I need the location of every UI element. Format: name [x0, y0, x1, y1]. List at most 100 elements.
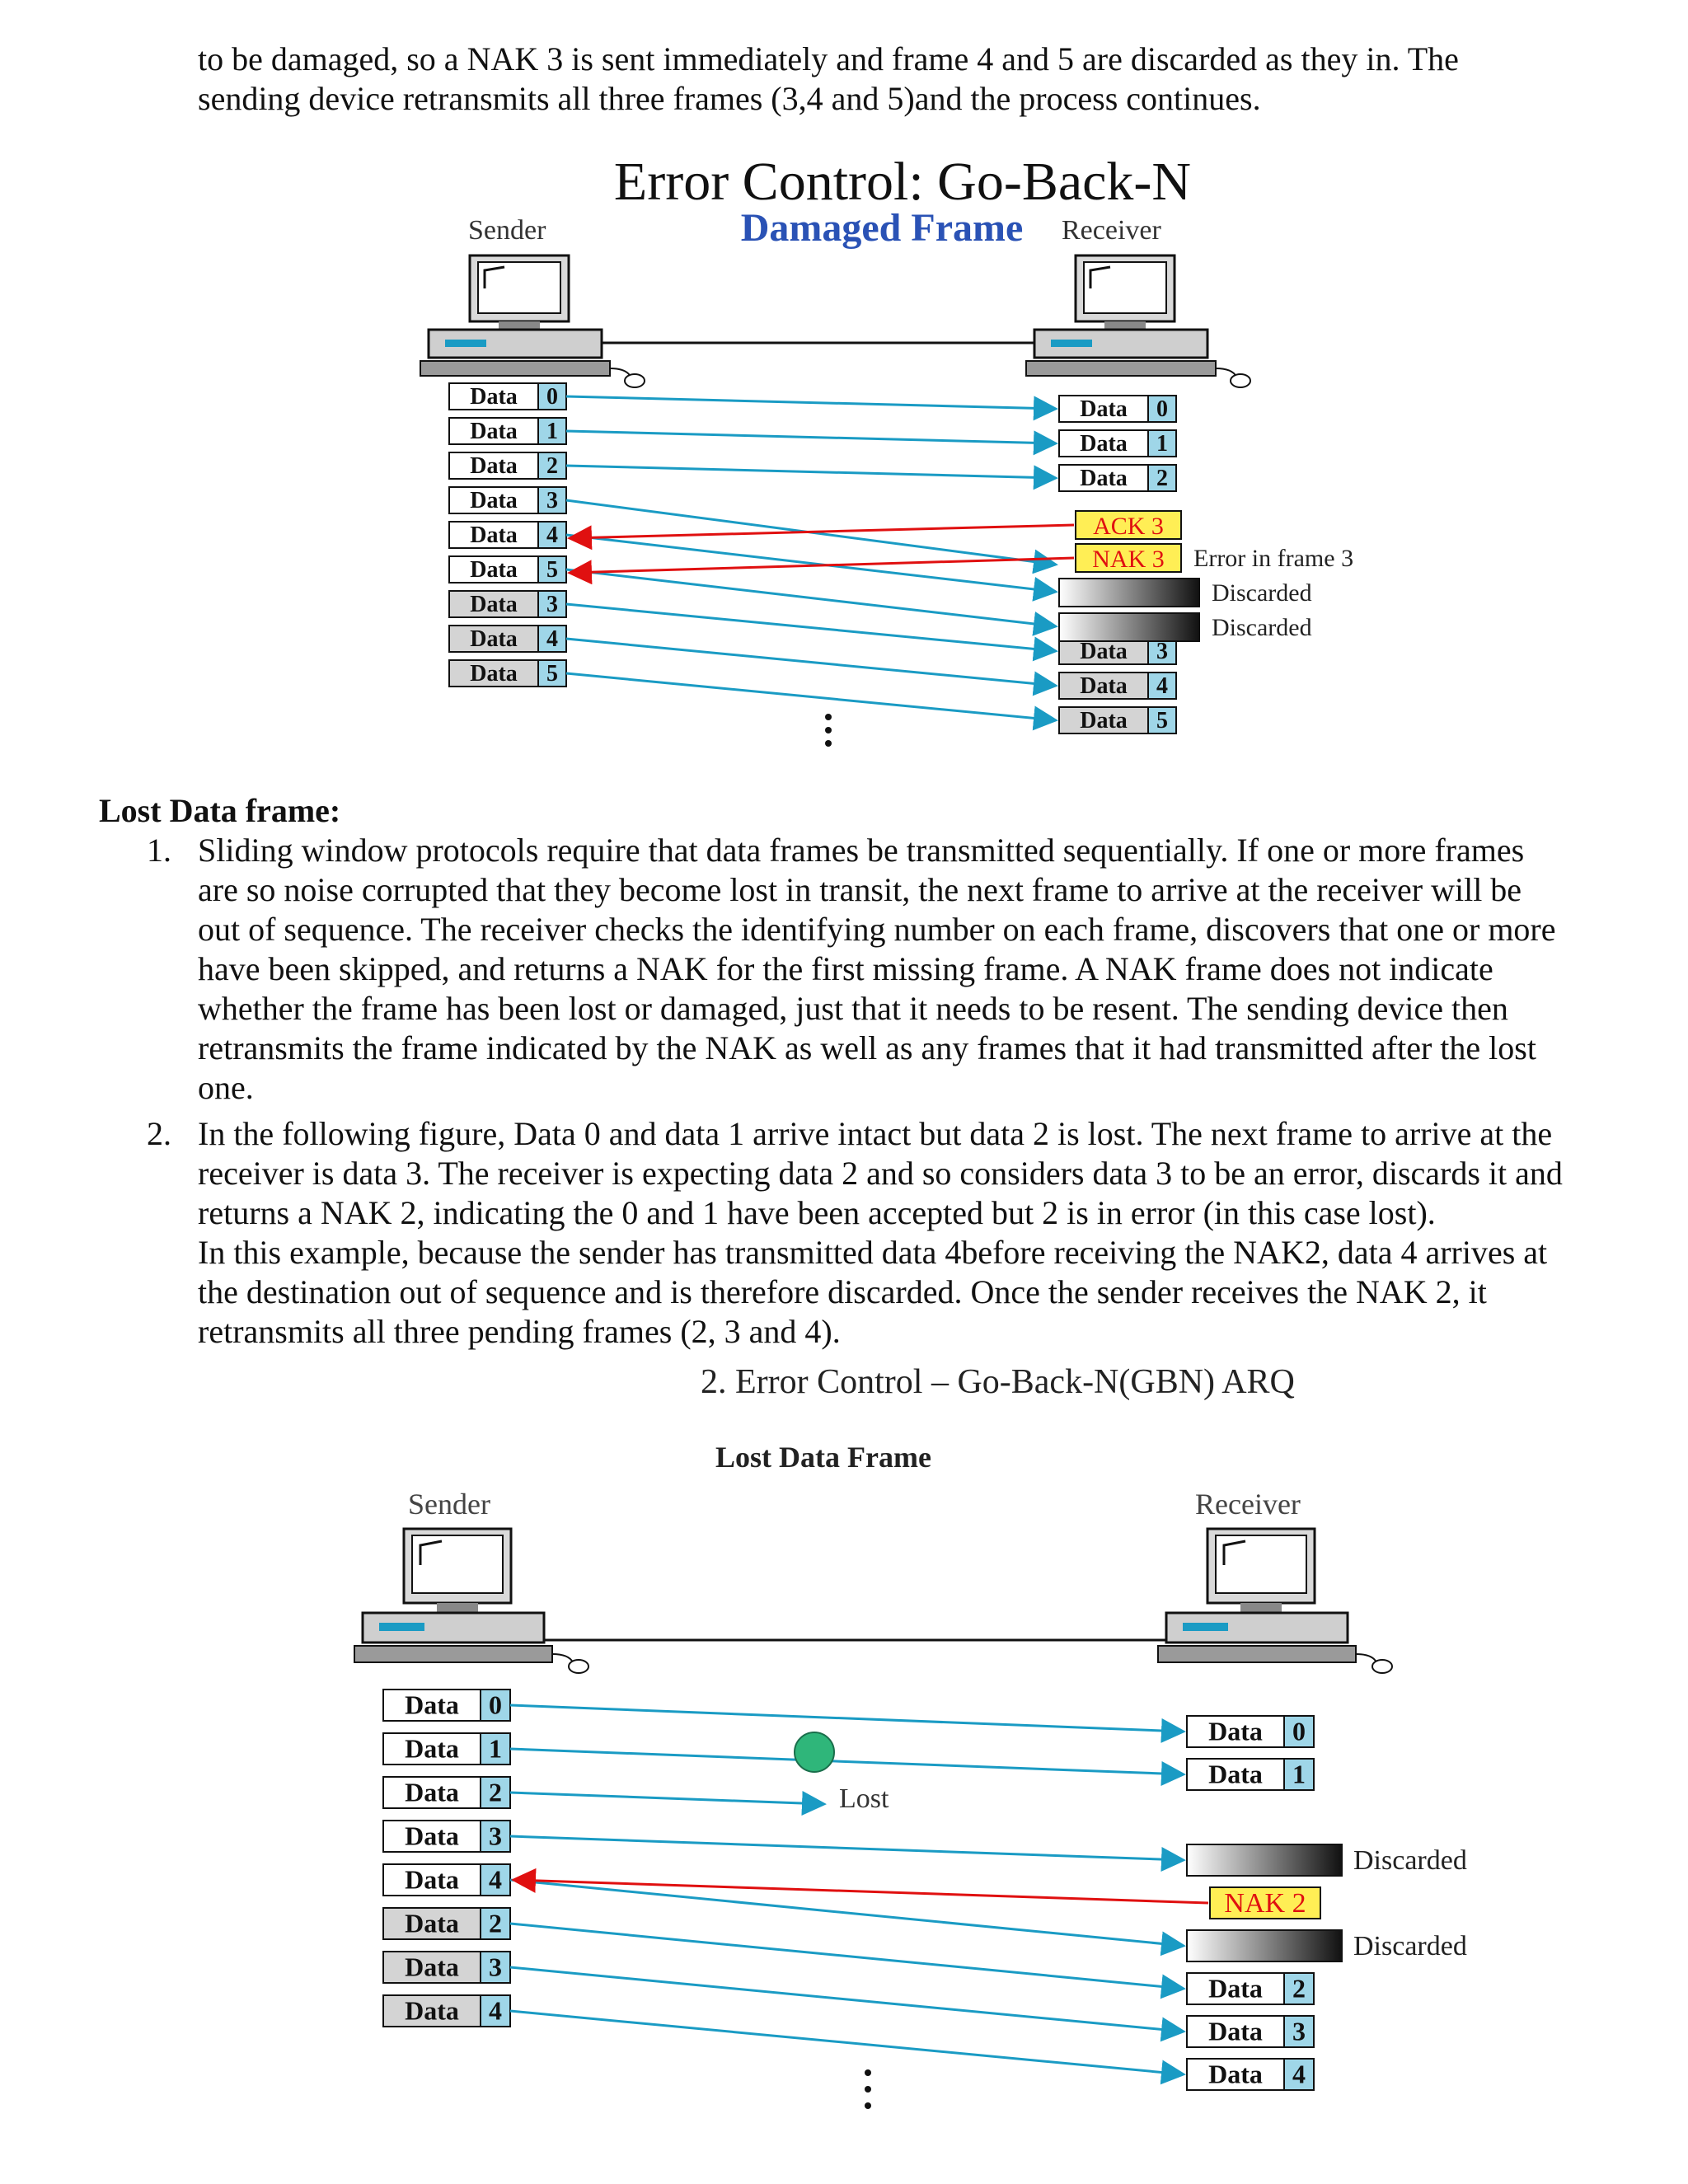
figure2-receiver-label: Receiver [1195, 1488, 1301, 1521]
data-arrow [509, 2009, 1186, 2085]
figure1-arrows [565, 395, 1075, 731]
frame-number: 0 [1292, 1717, 1306, 1746]
frame-word: Data [1080, 431, 1128, 457]
nak-arrow [567, 556, 1075, 585]
figure2-sender-label: Sender [408, 1488, 490, 1521]
section-heading: Lost Data frame: [99, 792, 341, 829]
sender-frame: Data 2 [382, 1776, 511, 1809]
frame-word: Data [405, 1821, 459, 1851]
frame-word: Data [1208, 2060, 1263, 2089]
discarded-frame-2 [1058, 612, 1200, 642]
discarded-label-2: Discarded [1353, 1931, 1467, 1961]
figure2-subtitle: Lost Data Frame [715, 1441, 931, 1474]
receiver-frame-retransmitted: Data 3 [1058, 637, 1177, 665]
receiver-frame: Data 1 [1058, 429, 1177, 457]
item2-line: In this example, because the sender has … [198, 1234, 1548, 1271]
frame-word: Data [405, 1865, 459, 1895]
frame-number: 3 [1156, 639, 1168, 664]
frame-number: 1 [546, 419, 558, 444]
item1-line: whether the frame has been lost or damag… [198, 990, 1508, 1027]
data-arrow [565, 464, 1058, 490]
item2-line: the destination out of sequence and is t… [198, 1273, 1487, 1310]
ack3-label: ACK 3 [1093, 513, 1164, 540]
figure-lost-data-frame: 2. Error Control – Go-Back-N(GBN) ARQ Lo… [354, 1363, 1467, 2109]
frame-number: 3 [489, 1952, 502, 1982]
frame-word: Data [405, 1909, 459, 1938]
frame-word: Data [1080, 673, 1128, 699]
item1-line: are so noise corrupted that they become … [198, 871, 1522, 908]
frame-number: 1 [1292, 1760, 1306, 1789]
frame-number: 0 [1156, 396, 1168, 422]
receiver-computer-icon [1157, 1527, 1393, 1674]
nak-arrow [511, 1868, 1209, 1905]
sender-frame: Data 2 [448, 452, 567, 480]
frame-number: 5 [546, 661, 558, 687]
nak3-label: NAK 3 [1092, 546, 1165, 573]
frame-number: 3 [546, 488, 558, 513]
frame-word: Data [1208, 2017, 1263, 2046]
continuation-dots [825, 714, 832, 747]
frame-word: Data [1080, 708, 1128, 733]
frame-number: 3 [1292, 2017, 1306, 2046]
frame-number: 4 [489, 1996, 502, 2026]
receiver-computer-icon [1025, 254, 1251, 388]
list-number: 1. [147, 832, 171, 869]
frame-number: 3 [546, 592, 558, 617]
figure1-receiver-label: Receiver [1062, 215, 1161, 246]
list-item-1: 1. Sliding window protocols require that… [147, 831, 1628, 1108]
frame-number: 2 [1156, 466, 1168, 491]
frame-number: 2 [546, 453, 558, 479]
frame-number: 0 [546, 384, 558, 410]
receiver-frame: Data 0 [1186, 1715, 1315, 1748]
figure1-subtitle: Damaged Frame [741, 206, 1024, 250]
frame-word: Data [1080, 639, 1128, 664]
data-arrow [565, 672, 1058, 731]
frame-word: Data [405, 1734, 459, 1764]
sender-frame: Data 3 [448, 486, 567, 514]
error-in-frame-note: Error in frame 3 [1193, 545, 1353, 572]
frame-number: 3 [489, 1821, 502, 1851]
list-number: 2. [147, 1115, 171, 1152]
frame-word: Data [470, 384, 518, 410]
sender-computer-icon [354, 1527, 589, 1674]
frame-word: Data [470, 626, 518, 652]
frame-word: Data [470, 488, 518, 513]
figure2-arrows [509, 1704, 1209, 2085]
frame-number: 1 [489, 1734, 502, 1764]
data-arrow [509, 1922, 1186, 1999]
frame-word: Data [1208, 1717, 1263, 1746]
discarded-label-1: Discarded [1212, 579, 1312, 607]
data-arrow [509, 1878, 1186, 1957]
frame-number: 2 [489, 1778, 502, 1807]
discarded-frame-1 [1058, 578, 1200, 607]
ack-arrow [567, 523, 1075, 551]
sender-frame: Data 0 [448, 382, 567, 410]
item2-line: returns a NAK 2, indicating the 0 and 1 … [198, 1194, 1436, 1231]
data-arrow [565, 533, 1058, 602]
data-arrow [565, 429, 1058, 456]
frame-word: Data [405, 1778, 459, 1807]
frame-word: Data [1208, 1760, 1263, 1789]
item2-line: retransmits all three pending frames (2,… [198, 1313, 841, 1350]
frame-number: 4 [546, 523, 558, 548]
frame-number: 1 [1156, 431, 1168, 457]
frame-number: 4 [546, 626, 558, 652]
item1-line: out of sequence. The receiver checks the… [198, 911, 1556, 948]
frame-word: Data [470, 453, 518, 479]
item2-line: In the following figure, Data 0 and data… [198, 1115, 1553, 1152]
